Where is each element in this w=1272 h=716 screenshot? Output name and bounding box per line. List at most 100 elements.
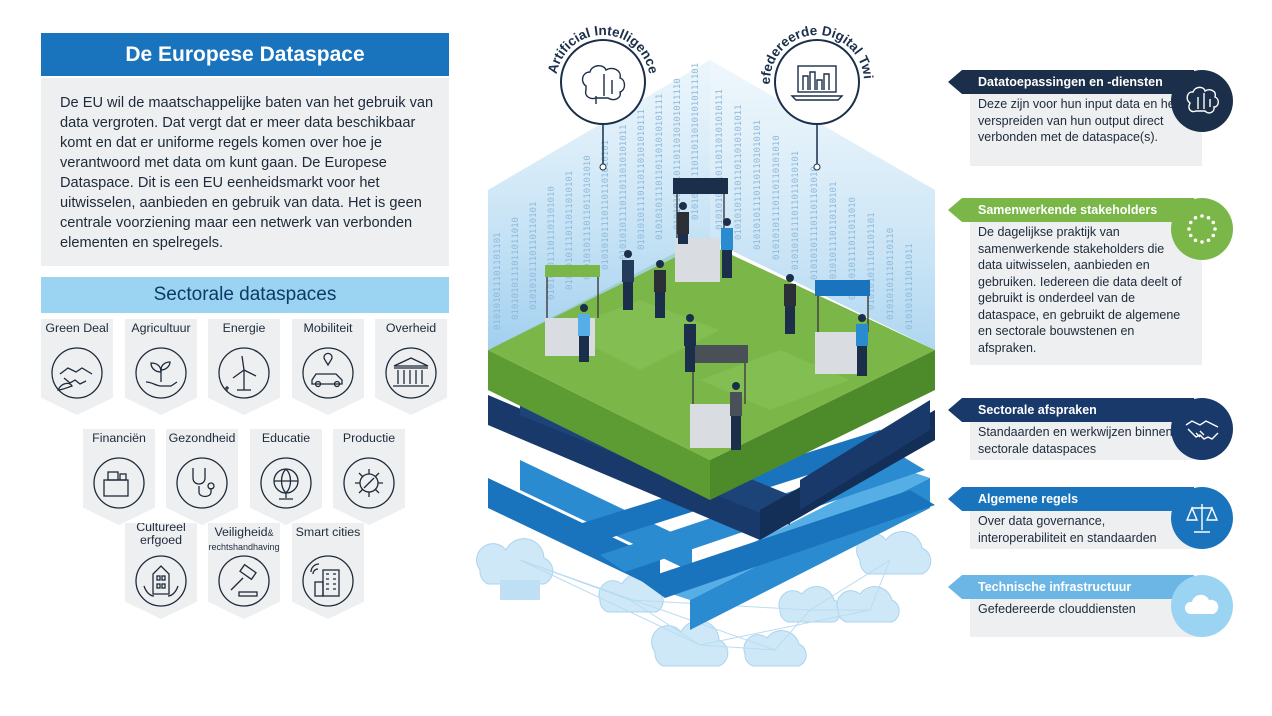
binary-column: 01010101110110110 <box>886 228 896 320</box>
sector-veiligheid[interactable]: Veiligheid& rechtshandhaving <box>208 523 280 619</box>
intro-panel: De EU wil de maatschappelijke baten van … <box>41 78 449 266</box>
cloud-icon <box>651 620 729 667</box>
sector-green-deal[interactable]: Green Deal <box>41 319 113 415</box>
sector-label: Energie <box>222 321 266 335</box>
eu-stars-icon <box>1187 214 1217 244</box>
sector-mobiliteit[interactable]: Mobiliteit <box>292 319 364 415</box>
star <box>1200 240 1204 244</box>
cloud-icon <box>836 586 900 623</box>
legend-icon-circle <box>1171 70 1233 132</box>
sector-cultureel-erfgoed[interactable]: Cultureel erfgoed <box>125 523 197 619</box>
legend-title: Algemene regels <box>948 487 1194 511</box>
binary-column: 010101011101101101010101 <box>753 120 763 250</box>
sector-label: Educatie <box>261 431 311 445</box>
binary-column: 01010101110110110101010 <box>772 135 782 260</box>
cloud-icon <box>778 586 842 623</box>
legend-box <box>970 422 1202 460</box>
wallet-icon <box>93 457 145 509</box>
sector-label: Agricultuur <box>131 321 191 335</box>
star <box>1206 215 1211 220</box>
cloud-icon <box>1184 594 1219 614</box>
sector-label-line2: erfgoed <box>139 533 183 547</box>
stethoscope-icon <box>176 457 228 509</box>
gear-wrench-icon <box>343 457 395 509</box>
star <box>1211 233 1216 238</box>
star <box>1213 227 1217 231</box>
star <box>1187 227 1191 231</box>
brain-icon <box>1186 86 1219 114</box>
legend-icon-circle <box>1171 198 1233 260</box>
star <box>1188 233 1193 238</box>
kiosk <box>545 265 600 356</box>
sector-educatie[interactable]: Educatie <box>250 429 322 525</box>
page-title: De Europese Dataspace <box>41 33 449 76</box>
smart-building-icon <box>302 555 354 607</box>
scales-icon <box>1185 504 1219 533</box>
legend-icon-circle <box>1171 398 1233 460</box>
data-walls: 010101011101101101 0101010111011011010 010… <box>488 60 935 350</box>
sector-financien[interactable]: Financiën <box>83 429 155 525</box>
binary-column: 010101011101101101010101 <box>601 140 611 270</box>
legend-text: De dagelijkse praktijk van samenwerkende… <box>978 225 1182 355</box>
sector-label: Gezondheid <box>168 431 236 445</box>
kiosk <box>673 178 728 282</box>
sector-label: Smart cities <box>295 525 361 539</box>
binary-column: 0101010111011011 <box>905 243 915 330</box>
brain-icon <box>581 65 626 104</box>
legend-icon-circle <box>1171 575 1233 637</box>
legend-text: Standaarden en werkwijzen binnen sectora… <box>978 425 1173 456</box>
sector-gezondheid[interactable]: Gezondheid <box>166 429 238 525</box>
binary-column: 010101011101101101010 <box>810 166 820 280</box>
sector-label: Financiën <box>92 431 146 445</box>
binary-column: 0101010111011011010 <box>511 217 521 320</box>
binary-column: 010101011101101101 <box>867 212 877 310</box>
person <box>578 202 868 450</box>
sector-label-line1: Cultureel <box>136 520 186 534</box>
star <box>1193 215 1198 220</box>
star <box>1200 214 1204 218</box>
binary-column: 0101010111011011010101011 <box>619 125 629 260</box>
sector-label: Mobiliteit <box>303 321 353 335</box>
legend-technische-infrastructuur: Technische infrastructuur Gefedereerde c… <box>948 575 1233 639</box>
binary-column: 01010101110110110101010111 <box>637 109 647 250</box>
sector-label: Productie <box>342 431 396 445</box>
sector-label: Overheid <box>385 321 437 335</box>
laptop-city-icon <box>790 65 844 101</box>
sector-productie[interactable]: Productie <box>333 429 405 525</box>
legend-text: Gefedereerde clouddiensten <box>978 602 1136 616</box>
legend-title: Datatoepassingen en -diensten <box>948 70 1194 94</box>
star <box>1206 238 1211 243</box>
heritage-building-icon <box>135 555 187 607</box>
cloud-infrastructure <box>476 531 932 667</box>
legend-samenwerkende-stakeholders: Samenwerkende stakeholders De dagelijkse… <box>948 198 1233 368</box>
legend-sectorale-afspraken: Sectorale afspraken Standaarden en werkw… <box>948 398 1233 462</box>
sector-energie[interactable]: Energie <box>208 319 280 415</box>
binary-column: 0101010111011011010101 <box>565 171 575 290</box>
binary-column: 010101011101101101010101111 <box>655 94 665 240</box>
star <box>1211 220 1216 225</box>
binary-column: 01010101110110110101 <box>829 182 839 290</box>
star <box>1188 220 1193 225</box>
car-location-icon <box>302 347 354 399</box>
binary-column: 01010101110110110101 <box>529 202 539 310</box>
binary-column: 01010101110110110101010 <box>583 155 593 280</box>
binary-column: 0101010111011011010101 <box>791 151 801 270</box>
legend-algemene-regels: Algemene regels Over data governance, in… <box>948 487 1233 551</box>
sector-agricultuur[interactable]: Agricultuur <box>125 319 197 415</box>
cloud-icon <box>476 538 554 600</box>
plant-hand-icon <box>135 347 187 399</box>
star <box>1193 238 1198 243</box>
globe-icon <box>260 457 312 509</box>
sector-label: Green Deal <box>45 321 109 335</box>
binary-column: 010101011101101101010 <box>547 186 557 300</box>
legend-title: Samenwerkende stakeholders <box>948 198 1194 222</box>
intro-text: De EU wil de maatschappelijke baten van … <box>60 95 434 251</box>
wind-turbine-icon <box>218 347 270 399</box>
sector-label-line2: rechtshandhaving <box>208 542 280 552</box>
sector-label-line1: Veiligheid <box>214 525 268 539</box>
sector-overheid[interactable]: Overheid <box>375 319 447 415</box>
sector-smart-cities[interactable]: Smart cities <box>292 523 364 619</box>
ai-icon-circle: Artificial Intelligence <box>545 23 661 171</box>
legend-icon-circle <box>1171 487 1233 549</box>
dataspace-diagram: 010101011101101101 0101010111011011010 010… <box>470 0 935 667</box>
